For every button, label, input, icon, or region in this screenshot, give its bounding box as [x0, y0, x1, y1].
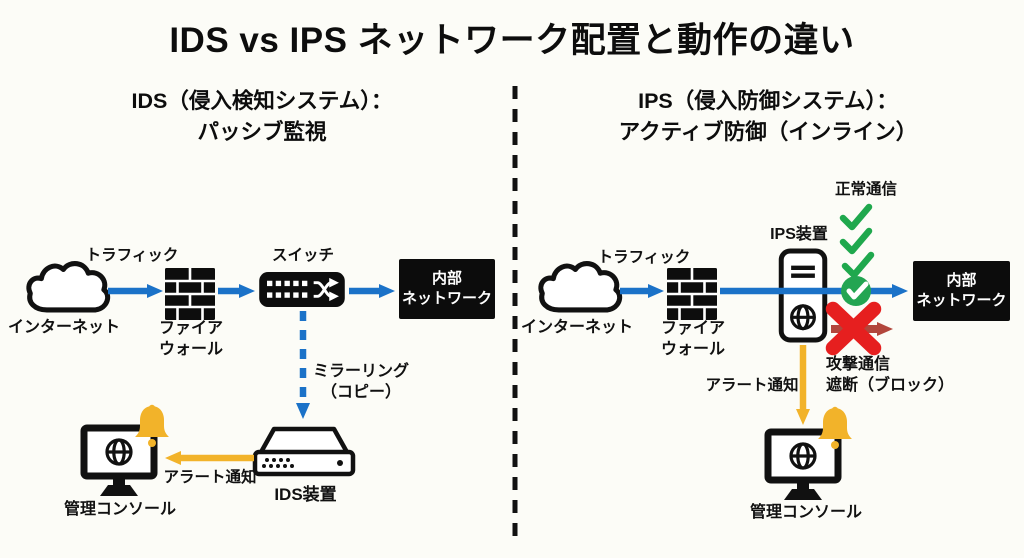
page-title: IDS vs IPS ネットワーク配置と動作の違い — [169, 21, 855, 60]
firewall-label-right: ファイア ウォール — [660, 320, 725, 358]
management-console-icon-left — [80, 424, 158, 496]
mirroring-label: ミラーリング （コピー） — [312, 363, 409, 401]
console-label-right: 管理コンソール — [749, 504, 862, 521]
internet-cloud-icon-right — [538, 261, 623, 313]
normal-traffic-label: 正常通信 — [834, 181, 897, 198]
ips-appliance-icon — [778, 248, 828, 343]
block-x-mark — [825, 301, 882, 356]
console-label-left: 管理コンソール — [63, 501, 176, 518]
firewall-icon-right — [667, 268, 717, 320]
internet-cloud-icon-left — [26, 261, 111, 313]
allowed-check-badge — [841, 276, 871, 306]
switch-label: スイッチ — [271, 247, 334, 264]
traffic-label-left: トラフィック — [85, 247, 179, 264]
traffic-label-right: トラフィック — [597, 249, 691, 266]
internal-network-box-left: 内部 ネットワーク — [399, 259, 495, 319]
alert-bell-icon-right — [818, 406, 852, 449]
firewall-label-left: ファイア ウォール — [158, 320, 223, 358]
alert-label-right: アラート通知 — [705, 377, 799, 394]
ids-section-header: IDS（侵入検知システム）： パッシブ監視 — [131, 89, 393, 145]
ids-appliance-icon — [252, 426, 356, 477]
internal-network-box-right: 内部 ネットワーク — [913, 261, 1010, 321]
management-console-icon-right — [764, 428, 842, 500]
ips-device-label: IPS装置 — [770, 226, 828, 243]
alert-label-left: アラート通知 — [163, 469, 257, 486]
ips-section-header: IPS（侵入防御システム）： アクティブ防御（インライン） — [618, 89, 918, 145]
attack-blocked-label: 攻撃通信 遮断（ブロック） — [826, 356, 955, 394]
normal-traffic-checks — [839, 203, 875, 279]
internet-label-left: インターネット — [7, 319, 120, 336]
ids-device-label: IDS装置 — [274, 485, 337, 504]
internet-label-right: インターネット — [520, 319, 633, 336]
switch-icon — [259, 272, 345, 307]
alert-bell-icon-left — [135, 404, 169, 447]
firewall-icon-left — [165, 268, 215, 320]
